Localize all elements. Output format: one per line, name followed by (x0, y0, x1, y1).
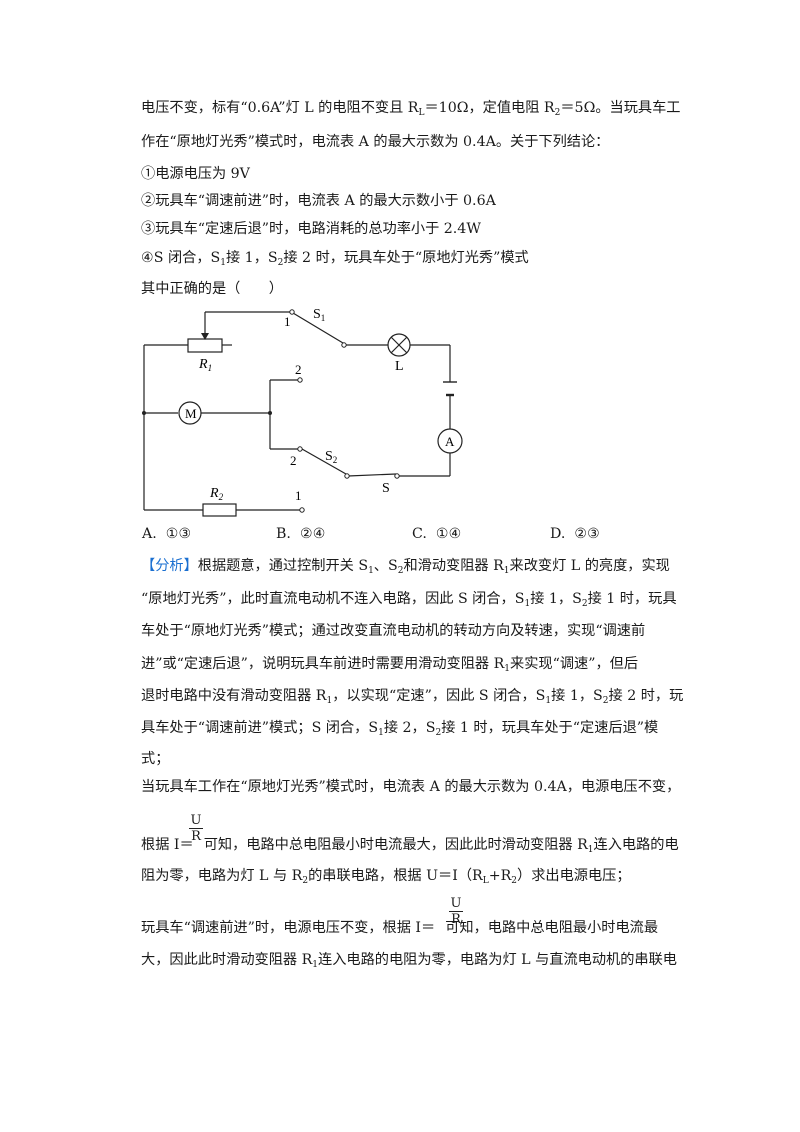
slider-arrow-icon (201, 333, 209, 340)
statement-3: ③玩具车“定速后退”时，电路消耗的总功率小于 2.4W (141, 221, 481, 237)
analysis-line-9: 根据 I＝可知，电路中总电阻最小时电流最大，因此此时滑动变阻器 R1连入电路的电 (141, 837, 679, 855)
terminal-s1-1 (289, 309, 295, 315)
label-s1: S1 (313, 307, 325, 323)
statement-4: ④S 闭合，S1接 1，S2接 2 时，玩具车处于“原地灯光秀”模式 (141, 250, 529, 268)
ammeter-a (437, 428, 463, 454)
switch-s1 (292, 312, 344, 344)
terminal-s2-pivot (297, 446, 303, 452)
terminal-r2-1 (299, 507, 305, 513)
analysis-line-4: 进”或“定速后退”，说明玩具车前进时需要用滑动变阻器 R1来实现“调速”，但后 (141, 656, 639, 674)
option-c[interactable]: C. ①④ (412, 526, 462, 542)
analysis-line-7: 式； (141, 751, 170, 767)
label-s2: S2 (325, 449, 337, 465)
label-terminal-s1-1: 1 (284, 314, 291, 329)
label-ammeter: A (445, 434, 455, 449)
analysis-line-11: 玩具车“调速前进”时，电源电压不变，根据 I＝可知，电路中总电阻最小时电流最 (141, 920, 659, 936)
terminal-s1-pivot (341, 342, 347, 348)
analysis-line-2: “原地灯光秀”，此时直流电动机不连入电路，因此 S 闭合，S1接 1，S2接 1… (141, 591, 677, 609)
label-terminal-2-mid: 2 (295, 362, 302, 377)
problem-line-2: 作在“原地灯光秀”模式时，电流表 A 的最大示数为 0.4A。关于下列结论： (141, 134, 610, 150)
label-s: S (382, 481, 390, 496)
terminal-s-left (344, 473, 350, 479)
question-prompt: 其中正确的是（ ） (141, 281, 283, 297)
label-r2: R2 (209, 486, 224, 502)
junction-left (142, 411, 146, 415)
terminal-s2-2 (297, 377, 303, 383)
label-terminal-1-low: 1 (295, 488, 302, 503)
label-r1: R1 (198, 357, 212, 373)
analysis-line-10: 阻为零，电路为灯 L 与 R2的串联电路，根据 U＝I（RL+R2）求出电源电压… (141, 868, 631, 886)
analysis-line-1: 【分析】根据题意，通过控制开关 S1、S2和滑动变阻器 R1来改变灯 L 的亮度… (141, 558, 670, 576)
junction-motor (268, 411, 272, 415)
analysis-line-12: 大，因此此时滑动变阻器 R1连入电路的电阻为零，电路为灯 L 与直流电动机的串联… (141, 952, 677, 970)
terminal-s-right (394, 473, 400, 479)
problem-line-1: 电压不变，标有“0.6A”灯 L 的电阻不变且 RL＝10Ω，定值电阻 R2＝5… (141, 100, 681, 118)
resistor-r2 (202, 503, 237, 517)
label-lamp: L (395, 359, 404, 374)
label-terminal-2-low: 2 (290, 453, 297, 468)
analysis-line-5: 退时电路中没有滑动变阻器 R1，以实现“定速”，因此 S 闭合，S1接 1，S2… (141, 688, 684, 706)
statement-2: ②玩具车“调速前进”时，电流表 A 的最大示数小于 0.6A (141, 193, 496, 209)
option-d[interactable]: D. ②③ (550, 526, 600, 542)
option-a[interactable]: A. ①③ (142, 526, 192, 542)
rheostat-r1 (187, 338, 223, 353)
analysis-line-8: 当玩具车工作在“原地灯光秀”模式时，电流表 A 的最大示数为 0.4A，电源电压… (141, 779, 681, 795)
switch-s (347, 473, 397, 477)
analysis-line-6: 具车处于“调速前进”模式；S 闭合，S1接 2，S2接 1 时，玩具车处于“定速… (141, 720, 659, 738)
statement-1: ①电源电压为 9V (141, 166, 250, 182)
label-motor: M (185, 406, 197, 421)
analysis-line-3: 车处于“原地灯光秀”模式；通过改变直流电动机的转动方向及转速，实现“调速前 (141, 623, 646, 639)
option-b[interactable]: B. ②④ (276, 526, 326, 542)
analysis-tag: 【分析】 (141, 558, 198, 574)
switch-s2 (301, 448, 347, 475)
